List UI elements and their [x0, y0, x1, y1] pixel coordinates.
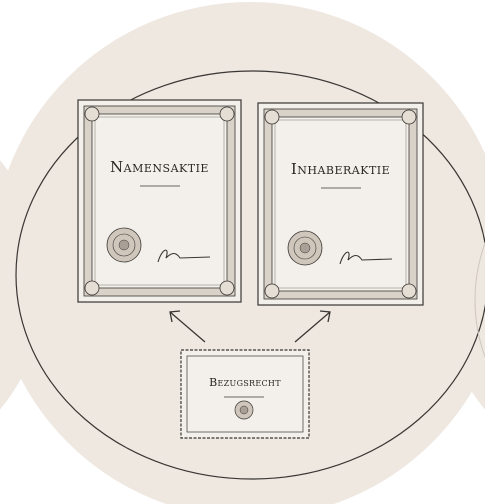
inhaberaktie-signature [339, 251, 393, 265]
inhaberaktie-certificate [257, 102, 424, 306]
right-sketch-arc [474, 241, 485, 359]
inhaberaktie-seal [287, 230, 323, 266]
bezugsrecht-certificate [180, 349, 310, 439]
bezugsrecht-seal [234, 400, 254, 420]
inhaberaktie-title: Inhaberaktie [290, 160, 391, 178]
namensaktie-certificate [77, 99, 242, 303]
arrow-to-inhaberaktie [294, 310, 331, 343]
arrow-to-namensaktie [169, 310, 206, 343]
main-disc-sketch-outline [15, 70, 485, 480]
bezugsrecht-title: Bezugsrecht [209, 376, 281, 389]
namensaktie-title: Namensaktie [110, 158, 209, 176]
namensaktie-seal [106, 227, 142, 263]
namensaktie-signature [157, 249, 211, 263]
